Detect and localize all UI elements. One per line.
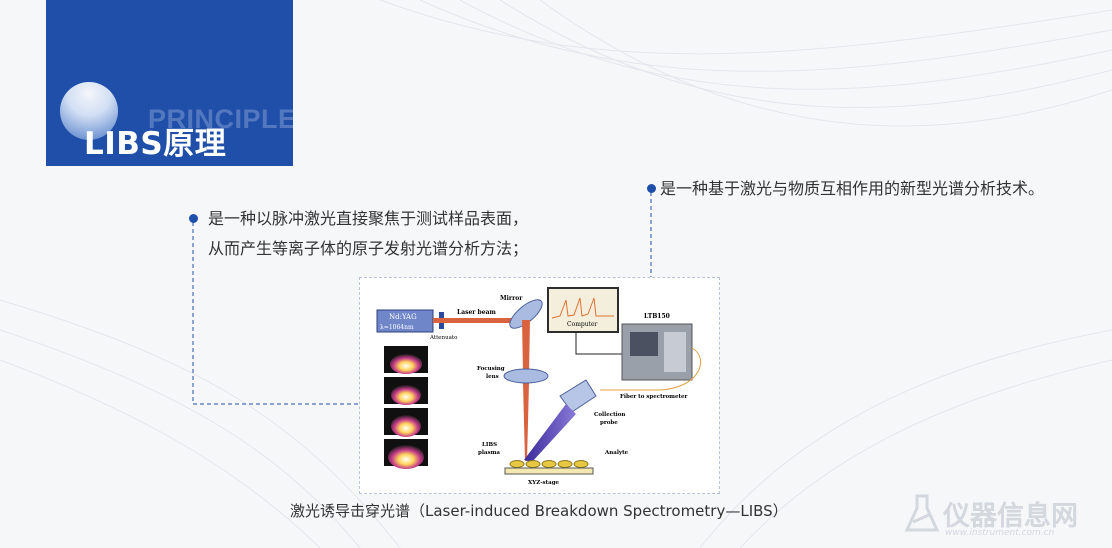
computer-label: Computer xyxy=(567,321,598,328)
device-side xyxy=(664,332,686,372)
spectrum-line xyxy=(551,297,614,319)
device-panel xyxy=(630,332,658,356)
page-title: LIBS原理 xyxy=(84,126,227,162)
laser-beam-vertical-upper xyxy=(522,320,530,373)
bullet-2-line-1: 是一种基于激光与物质互相作用的新型光谱分析技术。 xyxy=(660,179,1045,198)
mirror-shape xyxy=(509,299,543,329)
bullet-dot-1 xyxy=(189,214,198,223)
xyz-stage xyxy=(504,467,594,475)
title-background-word: PRINCIPLE xyxy=(148,104,293,134)
laser-beam-vertical-lower xyxy=(523,383,529,461)
laser-wavelength-label: λ=1064nm xyxy=(380,324,414,331)
attenuator-label: Attenuato xyxy=(429,335,458,341)
bullet-dot-2 xyxy=(647,184,656,193)
stage-label: XYZ-stage xyxy=(528,480,560,486)
title-orb-decoration xyxy=(60,82,118,140)
analyte-samples xyxy=(509,460,589,468)
bullet-1-line-1: 是一种以脉冲激光直接聚焦于测试样品表面， xyxy=(208,209,529,228)
laser-name-label: Nd:YAG xyxy=(389,313,417,321)
device-label: LTB150 xyxy=(644,313,670,320)
watermark-text: 仪器信息网 xyxy=(943,501,1078,532)
libs-setup-illustration: Nd:YAG λ=1064nm Attenuato Laser beam Mir… xyxy=(376,287,702,486)
bullet-1-line-2: 从而产生等离子体的原子发射光谱分析方法； xyxy=(208,239,529,258)
diagram-caption: 激光诱导击穿光谱（Laser-induced Breakdown Spectro… xyxy=(290,502,788,520)
collection-probe-beam xyxy=(524,404,576,462)
watermark-logo: 仪器信息网 www.instrument.com.cn xyxy=(905,492,1105,542)
flask-icon xyxy=(905,494,939,532)
computer-cable xyxy=(575,332,622,355)
title-block: PRINCIPLE LIBS原理 xyxy=(46,0,293,166)
analyte-label: Analyte xyxy=(604,450,629,456)
watermark-url: www.instrument.com.cn xyxy=(945,528,1055,538)
laser-beam-horizontal xyxy=(433,318,526,323)
mirror-label: Mirror xyxy=(500,295,523,302)
libs-diagram: Nd:YAG λ=1064nm Attenuato Laser beam Mir… xyxy=(359,277,720,494)
plasma-images xyxy=(384,346,428,469)
computer-monitor xyxy=(547,287,619,333)
fiber-label: Fiber to spectrometer xyxy=(620,394,688,400)
focusing-lens-shape xyxy=(503,368,549,384)
fiber-cable xyxy=(600,347,702,391)
laser-beam-label: Laser beam xyxy=(457,309,496,316)
